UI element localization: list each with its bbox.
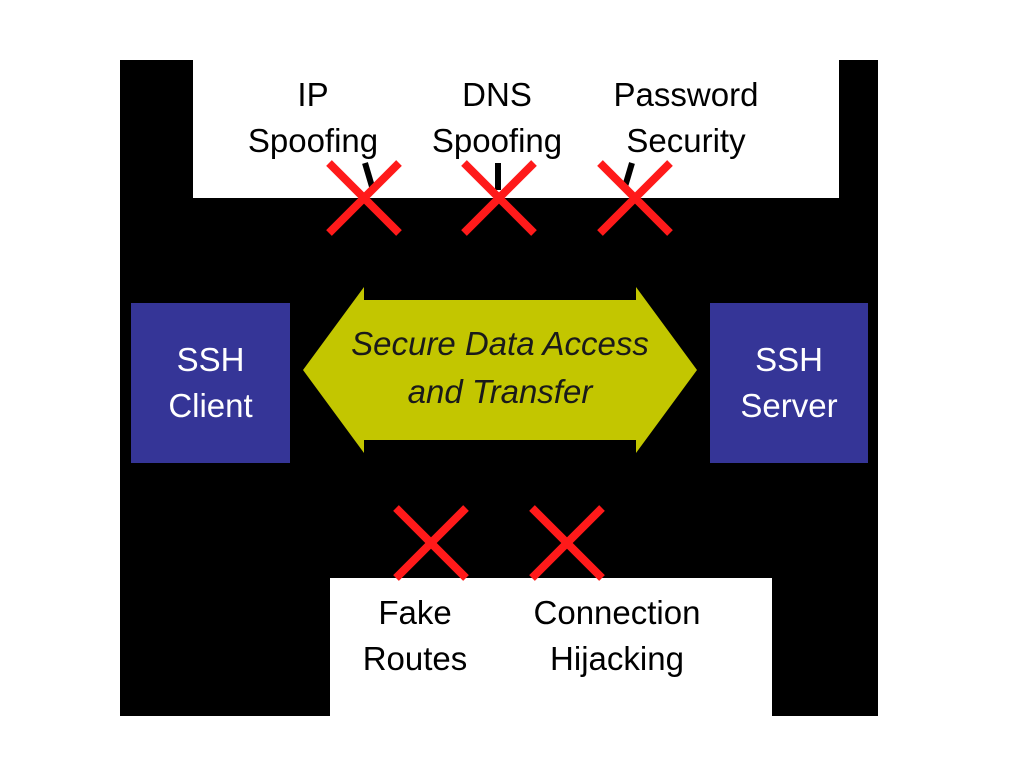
threat-ip-spoofing: IP Spoofing xyxy=(247,76,379,159)
top-threats-box: IP Spoofing DNS Spoofing Password Securi… xyxy=(193,60,839,198)
blocked-cross-fake-routes xyxy=(393,505,469,581)
blocked-cross-ip-spoofing xyxy=(326,160,402,236)
ssh-client-node: SSH Client xyxy=(131,303,290,463)
blocked-cross-connection-hijacking xyxy=(529,505,605,581)
bottom-threats-box: Fake Routes Connection Hijacking xyxy=(330,578,772,716)
threat-password-security: Password Security xyxy=(613,76,759,159)
blocked-cross-password-security xyxy=(597,160,673,236)
threat-connection-hijacking: Connection Hijacking xyxy=(533,594,701,677)
blocked-cross-dns-spoofing xyxy=(461,160,537,236)
secure-channel-arrow xyxy=(303,287,697,453)
ssh-server-node: SSH Server xyxy=(710,303,868,463)
threat-dns-spoofing: DNS Spoofing xyxy=(431,76,563,159)
secure-channel-label: Secure Data Access and Transfer xyxy=(351,325,649,410)
threat-fake-routes: Fake Routes xyxy=(362,594,468,677)
